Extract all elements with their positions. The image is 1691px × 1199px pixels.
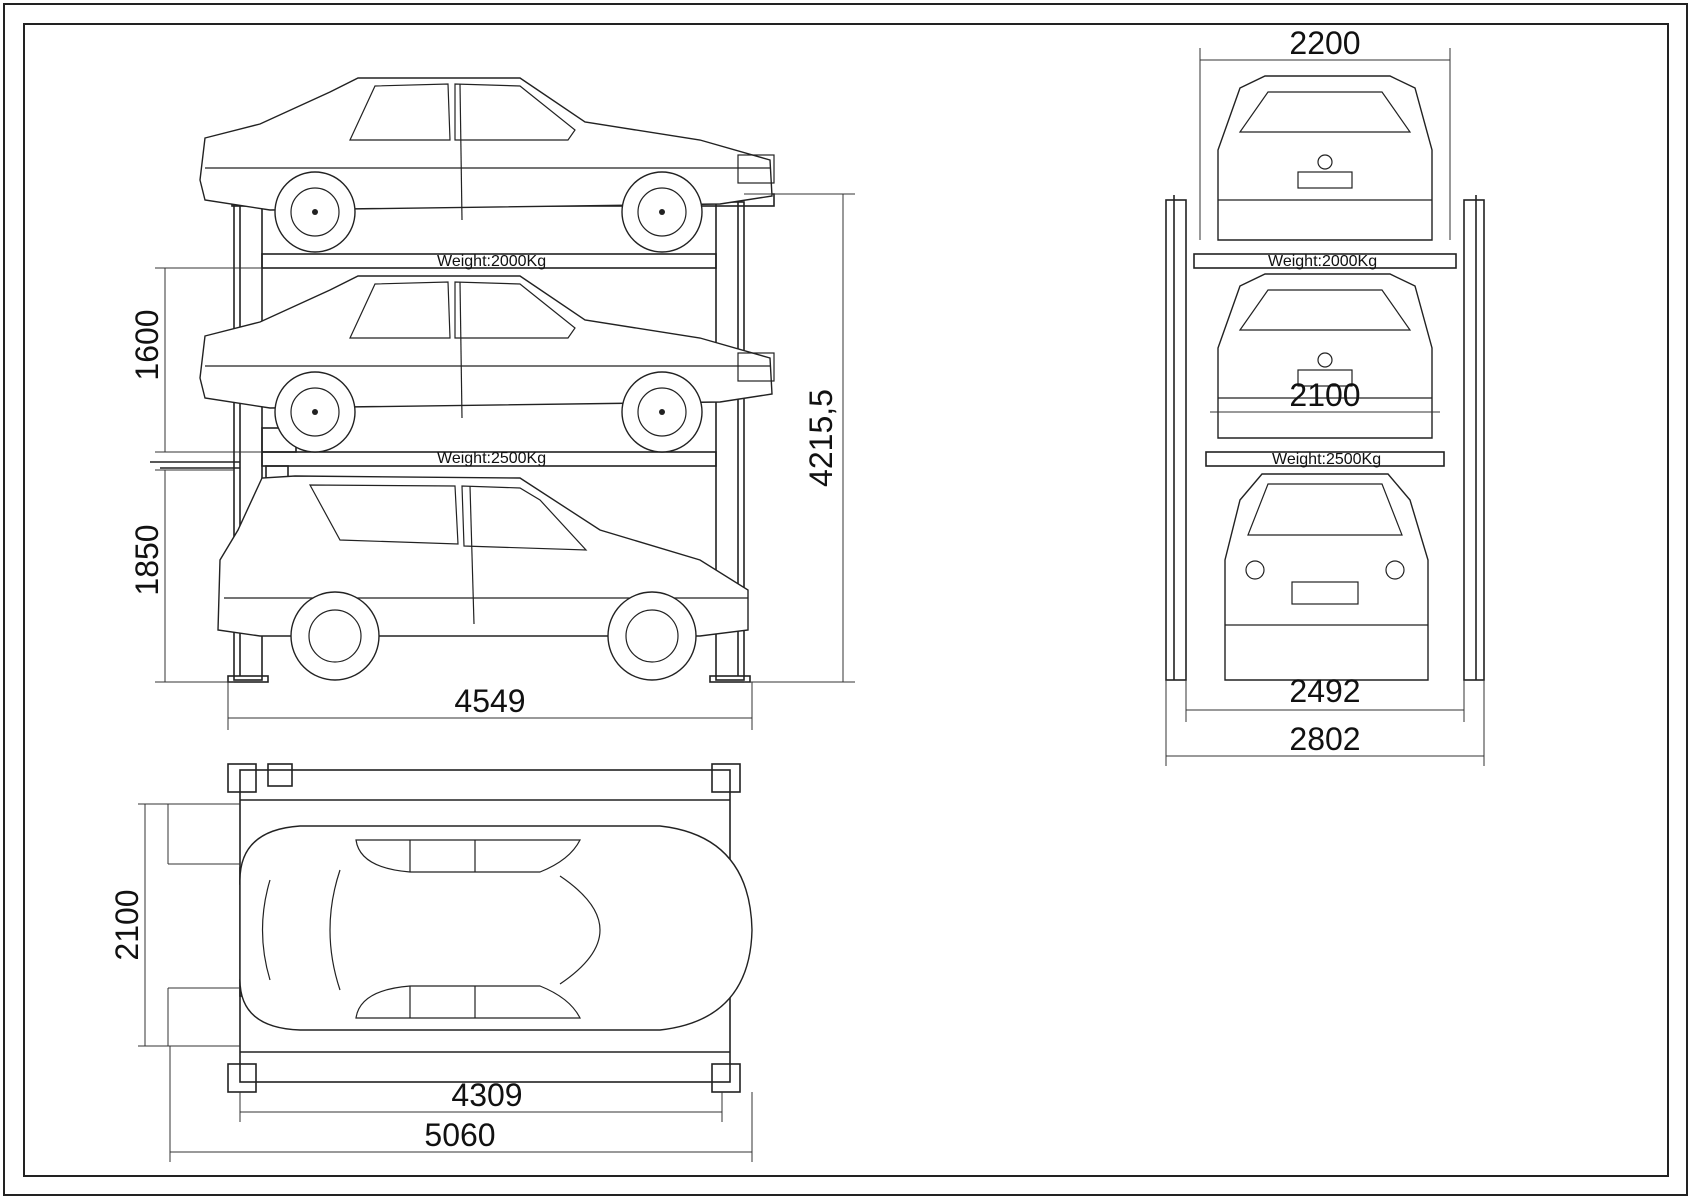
dim-length-overall: 5060 [424,1117,495,1153]
outer-border [3,3,1688,1196]
sedan-middle-side [199,275,775,453]
side-weight-bottom-label: Weight:2500Kg [437,450,546,467]
top-view: 2100 4309 5060 [109,763,753,1162]
side-view-dimensions [155,193,855,730]
dim-inner-width: 2100 [1289,377,1360,413]
dim-total-height: 4215,5 [803,389,839,487]
top-view-dimensions [138,803,753,1162]
dim-upper-clearance: 1600 [129,309,165,380]
front-left-post [1165,199,1187,681]
suv-bottom-front [1224,473,1429,681]
dim-post-width: 2492 [1289,673,1360,709]
dim-overall-length: 4549 [454,683,525,719]
dim-top-width-plan: 2100 [109,889,145,960]
front-upper-platform [1193,253,1457,269]
side-weight-top-label: Weight:2000Kg [437,253,546,270]
dim-overall-width: 2802 [1289,721,1360,757]
front-view: Weight:2000Kg Weight:2500Kg 2200 2100 24… [1165,25,1485,766]
suv-bottom-side [217,475,749,681]
front-lower-platform [1205,451,1445,467]
dim-top-width: 2200 [1289,25,1360,61]
sedan-top-rear [1217,75,1433,241]
front-weight-top-label: Weight:2000Kg [1268,253,1377,270]
front-weight-bottom-label: Weight:2500Kg [1272,451,1381,468]
sedan-top-plan [239,825,753,1031]
sedan-middle-rear [1217,273,1433,439]
front-right-post [1463,199,1485,681]
sedan-top-side [199,77,775,253]
side-view: Weight:2000Kg Weight:2500Kg 1600 1850 42… [129,77,855,730]
front-view-dimensions [1165,48,1485,766]
dim-length-inner: 4309 [451,1077,522,1113]
inner-border [23,23,1669,1177]
dim-lower-clearance: 1850 [129,524,165,595]
